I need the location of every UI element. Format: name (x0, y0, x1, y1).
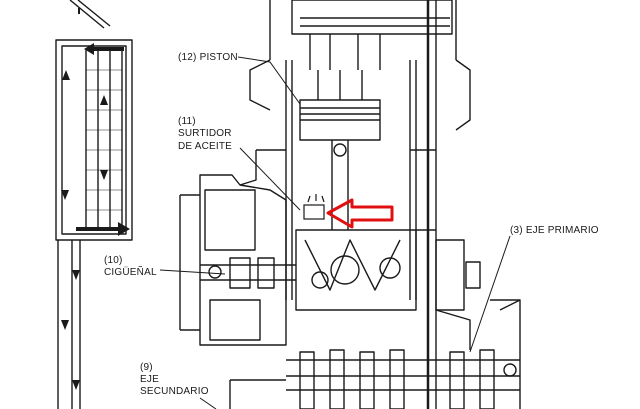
label-primary-shaft: (3) EJE PRIMARIO (510, 225, 599, 236)
primary-text: EJE PRIMARIO (526, 225, 599, 236)
crank-text: CIGÜEÑAL (104, 265, 157, 278)
crankcase-right (416, 229, 481, 350)
cylinder-wall (239, 0, 437, 409)
piston-number: (12) (178, 52, 197, 63)
oil-cooler (55, 0, 133, 409)
piston-text: PISTON (200, 52, 238, 63)
label-oil-nozzle: (11) SURTIDOR DE ACEITE (178, 116, 232, 152)
crank-number: (10) (104, 255, 123, 266)
arrow-right-icon (61, 8, 130, 390)
nozzle-number: (11) (178, 116, 196, 127)
oil-drop-icon (303, 194, 325, 220)
primary-number: (3) (510, 225, 523, 236)
label-secondary-shaft: (9) EJE SECUNDARIO (140, 362, 209, 397)
secondary-line1: EJE (140, 374, 159, 385)
nozzle-line1: SURTIDOR (178, 128, 232, 139)
svg-text:(3) EJE PRIMARIO: (3) EJE PRIMARIO (510, 225, 599, 236)
crankshaft (200, 229, 417, 311)
secondary-line2: SECUNDARIO (140, 386, 209, 397)
piston (299, 70, 381, 230)
cylinder-head (249, 0, 471, 131)
crankcase-left (179, 174, 287, 346)
oil-nozzle-highlight-arrow (326, 198, 394, 229)
leader-lines (159, 56, 511, 409)
label-piston: (12) PISTON (178, 52, 238, 63)
nozzle-line2: DE ACEITE (178, 141, 232, 152)
svg-text:(12) PISTON: (12) PISTON (178, 52, 238, 63)
transmission (229, 299, 521, 409)
secondary-number: (9) (140, 362, 153, 373)
label-crankshaft: (10) CIGÜEÑAL (104, 255, 157, 278)
